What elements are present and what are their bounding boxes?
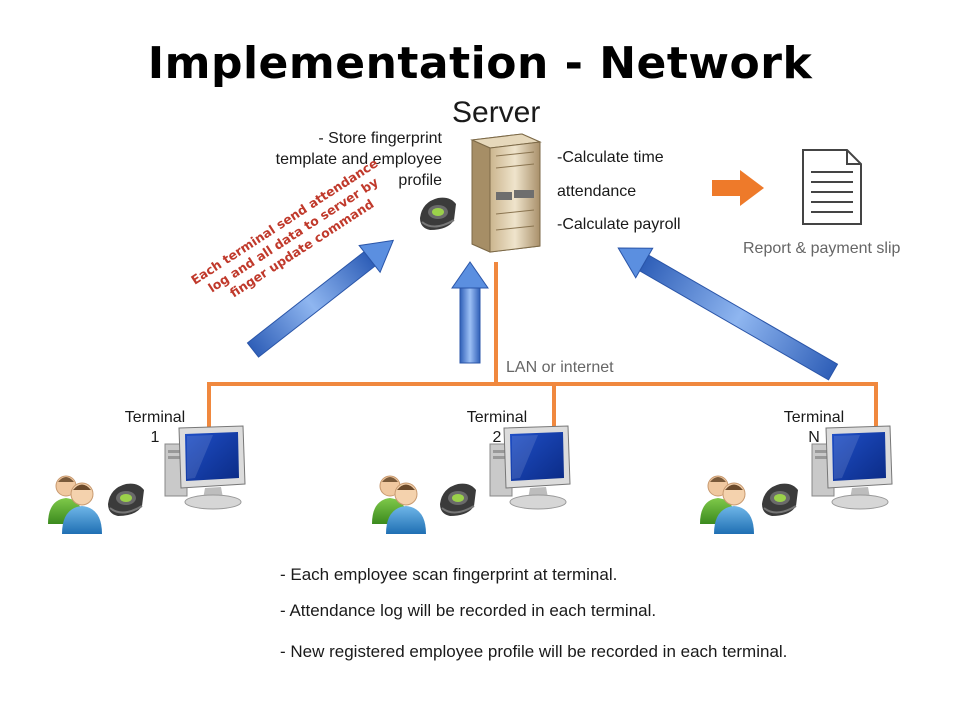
network-label: LAN or internet (506, 359, 614, 376)
terminal-2-label: Terminal 2 (452, 408, 542, 448)
server-title: Server (452, 96, 541, 129)
report-label: Report & payment slip (743, 240, 901, 257)
users-icon (371, 475, 427, 535)
terminal-label-line: 2 (492, 429, 502, 446)
terminal-label-line: Terminal (124, 409, 186, 426)
terminal-1-label: Terminal 1 (110, 408, 200, 448)
report-arrow (712, 170, 764, 206)
upload-arrow-vertical (451, 261, 489, 364)
terminal-label-line: 1 (150, 429, 160, 446)
server-function-line: attendance (557, 183, 637, 200)
server-storage-note: - Store fingerprint template and employe… (275, 130, 442, 189)
process-note: - Each employee scan fingerprint at term… (280, 565, 618, 584)
fingerprint-scanner-icon (761, 482, 799, 517)
server-function-line: -Calculate time (557, 149, 664, 166)
process-note: - New registered employee profile will b… (280, 642, 788, 661)
upload-arrow-right (617, 247, 839, 381)
upload-arrow-left (246, 239, 395, 358)
server-icon (470, 133, 542, 253)
users-icon (47, 475, 103, 535)
terminal-label-line: Terminal (466, 409, 528, 426)
network-lines (207, 262, 878, 440)
fingerprint-scanner-icon (439, 482, 477, 517)
users-icon (699, 475, 755, 535)
terminal-n-label: Terminal N (769, 408, 859, 448)
server-function-line: -Calculate payroll (557, 216, 681, 233)
fingerprint-scanner-icon (419, 196, 457, 231)
fingerprint-scanner-icon (107, 482, 145, 517)
document-icon (802, 149, 862, 225)
terminal-label-line: N (808, 429, 820, 446)
page-title: Implementation - Network (147, 38, 813, 89)
process-note: - Attendance log will be recorded in eac… (280, 601, 657, 620)
terminal-label-line: Terminal (783, 409, 845, 426)
